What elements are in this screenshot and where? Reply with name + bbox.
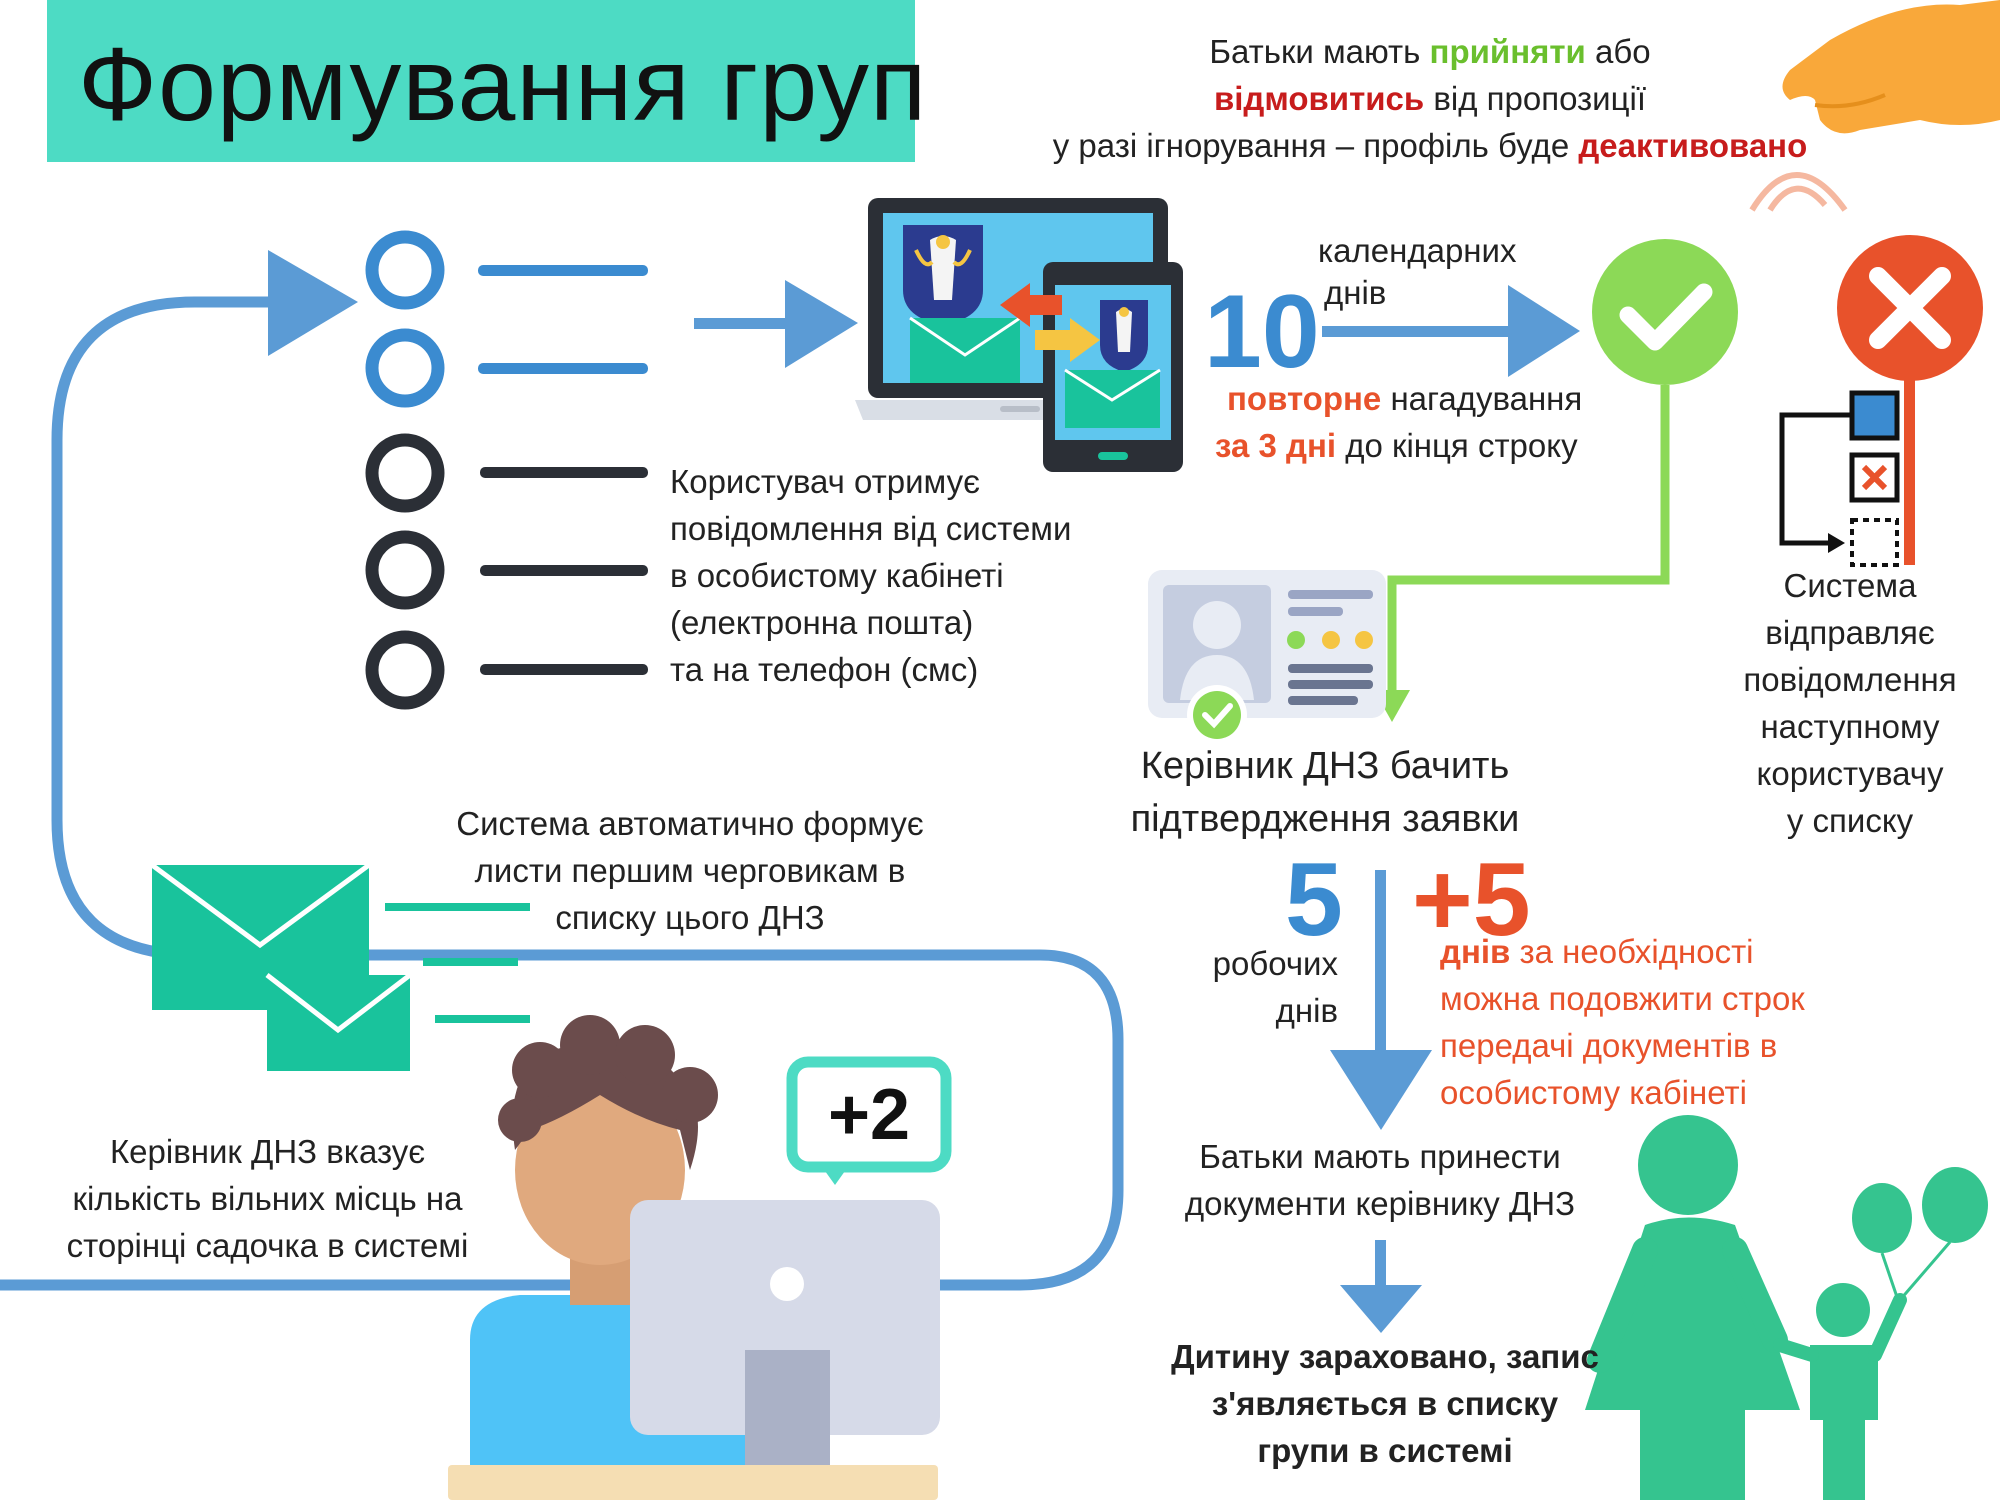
deactivated-word: деактивовано (1578, 127, 1808, 164)
list-circle-4 (365, 530, 445, 610)
person-at-computer-icon (448, 1015, 940, 1500)
head-indicates-text: Керівник ДНЗ вказує кількість вільних мі… (66, 1133, 469, 1264)
accept-check-icon (1592, 239, 1738, 385)
sync-arrow-right-icon (1035, 318, 1100, 362)
arrow-to-accept-icon (1508, 285, 1580, 377)
next-user-text: Система відправляє повідомлення наступно… (1743, 567, 1957, 839)
reminder-text: повторне нагадування за 3 дні до кінця с… (1215, 380, 1583, 464)
working-days-unit: робочих днів (1212, 945, 1338, 1029)
bring-docs-text: Батьки мають принести документи керівник… (1184, 1138, 1576, 1222)
head-sees-text: Керівник ДНЗ бачить підтвердження заявки (1130, 745, 1520, 840)
list-circle-1 (365, 230, 445, 310)
phone-icon (1043, 262, 1183, 472)
list-bar-5 (480, 664, 648, 675)
list-bar-4 (480, 565, 648, 576)
red-connector (1904, 380, 1915, 565)
extension-text: днів за необхідності можна подовжити стр… (1440, 933, 1805, 1111)
extension-number: +5 (1412, 842, 1531, 958)
list-circle-2 (365, 328, 445, 408)
queue-icon (1779, 390, 1900, 567)
list-circle-3 (365, 433, 445, 513)
id-card-icon (1148, 570, 1386, 745)
list-circle-5 (365, 630, 445, 710)
page-title: Формування груп (78, 27, 928, 143)
sync-arrow-left-icon (1000, 283, 1062, 327)
plus-two-text: +2 (827, 1075, 911, 1155)
list-bar-1 (478, 265, 648, 276)
auto-letters-text: Система автоматично формує листи першим … (456, 805, 924, 936)
deadline-unit: календарних днів (1318, 232, 1517, 311)
accept-word: прийняти (1429, 33, 1586, 70)
arrow-to-enrolled-icon (1340, 1285, 1422, 1333)
user-message-text: Користувач отримує повідомлення від сист… (670, 463, 1072, 688)
green-connector (1387, 385, 1670, 695)
family-icon (1585, 1115, 1988, 1500)
working-days-number: 5 (1285, 842, 1343, 958)
loop-arrowhead (268, 250, 358, 356)
deadline-number: 10 (1204, 274, 1320, 390)
touch-hand-icon (1749, 0, 2000, 212)
arrow-5-days-icon (1330, 1050, 1432, 1130)
list-bar-3 (480, 467, 648, 478)
top-note: Батьки мають прийняти або відмовитись ві… (1052, 33, 1808, 164)
plus-two-badge (786, 1056, 952, 1185)
enrolled-text: Дитину зараховано, запис з'являється в с… (1171, 1338, 1599, 1469)
arrow-to-devices-icon (785, 280, 858, 368)
list-bar-2 (478, 363, 648, 374)
envelopes-icon (150, 862, 530, 1071)
refuse-word: відмовитись (1213, 80, 1425, 117)
title-banner (47, 0, 915, 162)
